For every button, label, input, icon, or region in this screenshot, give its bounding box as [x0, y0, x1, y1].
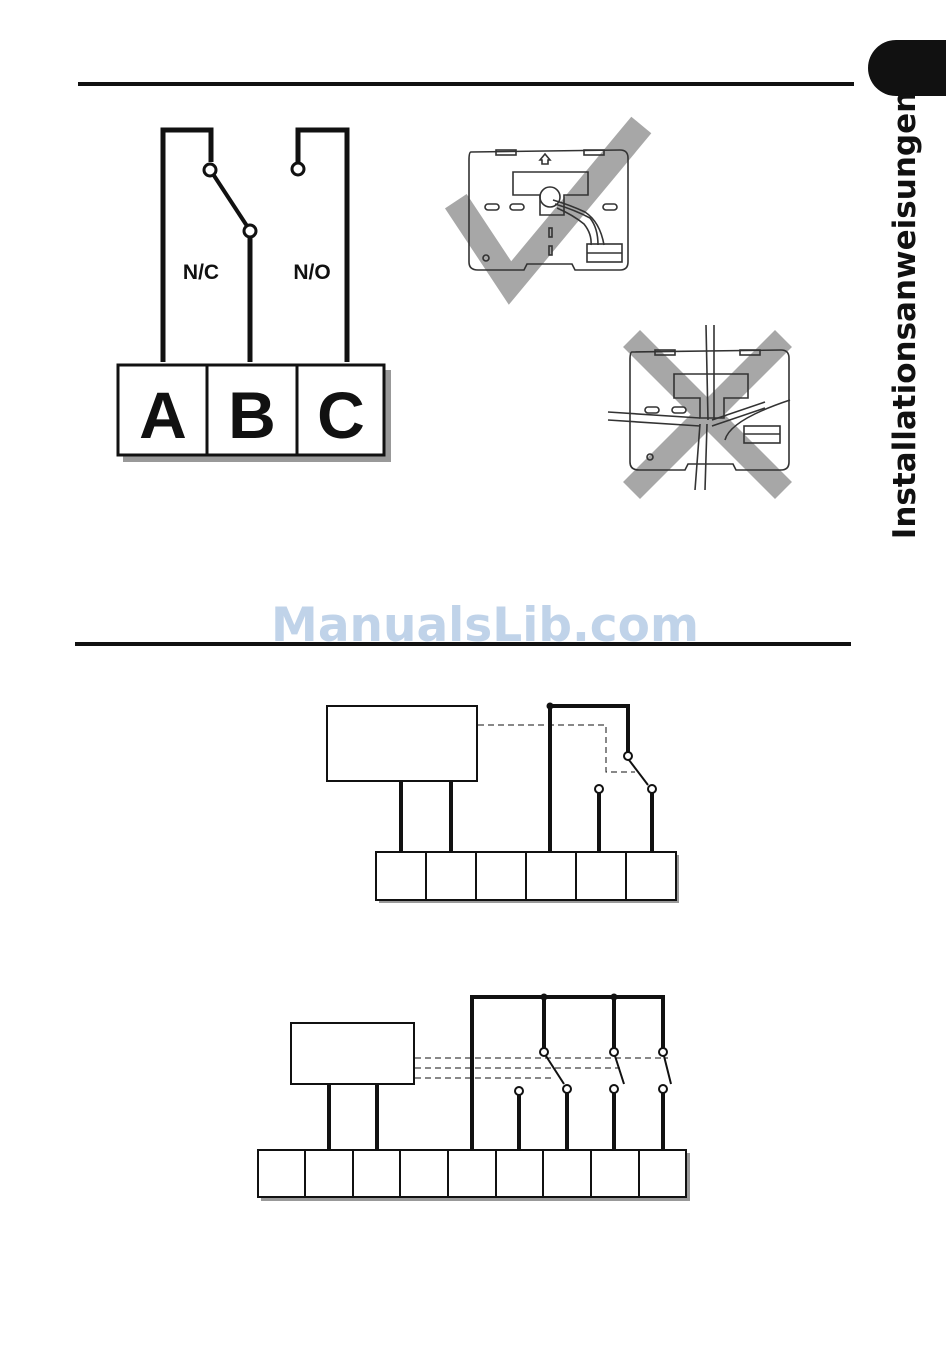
incorrect-wiring-illustration — [608, 325, 790, 490]
controller-box-1 — [327, 706, 477, 781]
single-relay-wiring-diagram — [327, 703, 679, 903]
controller-box-2 — [291, 1023, 414, 1084]
normally-closed-label: N/C — [183, 261, 219, 284]
correct-wiring-illustration — [463, 135, 633, 283]
terminal-a-label: A — [139, 378, 187, 452]
triple-relay-wiring-diagram — [258, 994, 690, 1201]
terminal-strip-2 — [258, 1150, 686, 1197]
relay-contact-diagram — [163, 130, 347, 362]
terminal-c-label: C — [317, 378, 365, 452]
watermark: ManualsLib.com — [270, 598, 700, 653]
terminal-b-label: B — [228, 378, 276, 452]
normally-open-label: N/O — [293, 261, 330, 284]
